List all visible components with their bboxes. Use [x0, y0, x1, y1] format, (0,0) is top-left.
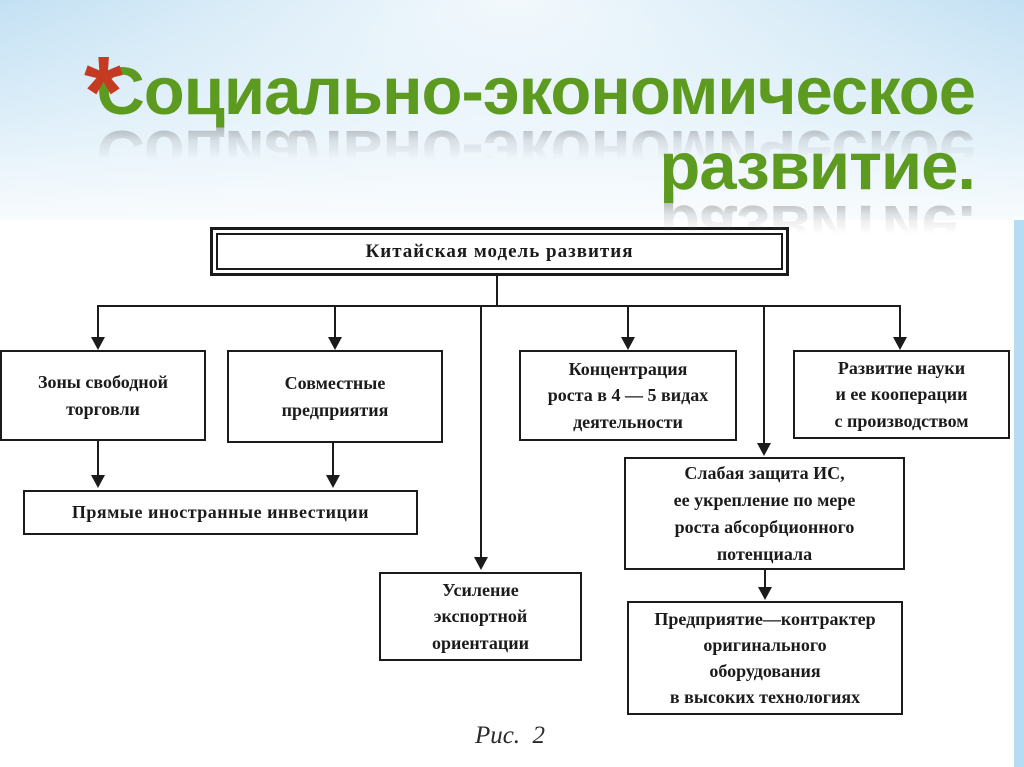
node-export: Усиление экспортной ориентации: [379, 572, 582, 661]
connector-free-trade-to-fdi: [97, 441, 99, 475]
connector-to-ip: [763, 307, 765, 444]
node-joint: Совместные предприятия: [227, 350, 443, 443]
node-root: Китайская модель развития: [210, 227, 789, 276]
right-blue-strip: [1014, 220, 1024, 767]
title-line-2: развитие. развитие.: [0, 129, 976, 266]
arrowhead-fdi-right-icon: [326, 475, 340, 488]
connector-ip-to-oem: [764, 570, 766, 587]
connector-joint-to-fdi: [332, 441, 334, 475]
arrowhead-science-icon: [893, 337, 907, 350]
figure-caption: Рис. 2: [474, 722, 546, 749]
node-concentration: Концентрация роста в 4 — 5 видах деятель…: [519, 350, 737, 441]
arrowhead-joint-icon: [328, 337, 342, 350]
node-science: Развитие науки и ее кооперации с произво…: [793, 350, 1010, 439]
arrowhead-free-trade-icon: [91, 337, 105, 350]
arrowhead-fdi-left-icon: [91, 475, 105, 488]
node-oem: Предприятие—контрактер оригинального обо…: [627, 601, 903, 715]
node-fdi: Прямые иностранные инвестиции: [23, 490, 418, 535]
node-root-label: Китайская модель развития: [216, 233, 783, 270]
node-free-trade: Зоны свободной торговли: [0, 350, 206, 441]
arrowhead-export-icon: [474, 557, 488, 570]
title-line-2-text: развитие.: [659, 129, 976, 205]
arrowhead-ip-icon: [757, 443, 771, 456]
node-ip: Слабая защита ИС, ее укрепление по мере …: [624, 457, 905, 570]
arrowhead-concentration-icon: [621, 337, 635, 350]
connector-to-joint: [334, 307, 336, 337]
connector-to-science: [899, 307, 901, 337]
connector-to-free-trade: [97, 307, 99, 337]
title-line-1-text: Социально-экономическое: [96, 54, 976, 129]
connector-main-horizontal: [97, 305, 901, 307]
connector-root-stem: [496, 276, 498, 307]
title-line-1: Социально-экономическое Социально-эконом…: [0, 54, 976, 191]
connector-to-concentration: [627, 307, 629, 337]
bullet-asterisk-icon: *: [84, 36, 123, 148]
slide-title: Социально-экономическое Социально-эконом…: [0, 54, 976, 266]
arrowhead-oem-icon: [758, 587, 772, 600]
connector-to-export: [480, 307, 482, 557]
